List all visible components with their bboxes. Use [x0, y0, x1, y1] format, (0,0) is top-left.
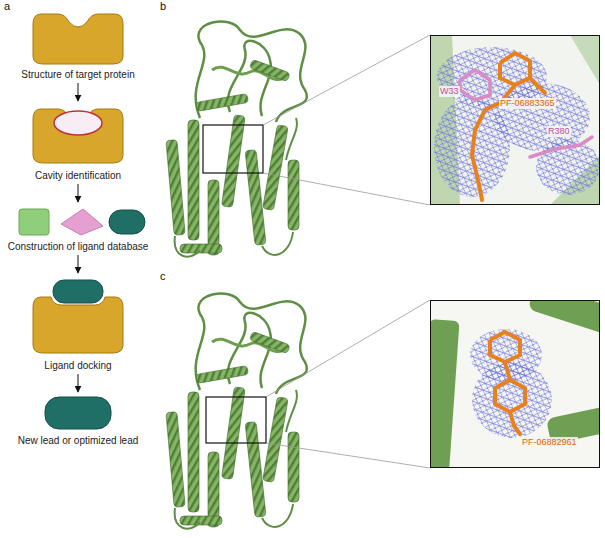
residue-label: R380 — [547, 126, 571, 137]
zoom-inset: W33PF-06883365R380 — [430, 35, 600, 205]
step-caption: Cavity identification — [0, 170, 156, 182]
step-caption: Structure of target protein — [0, 69, 156, 81]
step-shape — [0, 204, 156, 238]
step-caption: Ligand docking — [0, 360, 156, 372]
process-step: Structure of target protein — [0, 8, 156, 81]
step-shape — [0, 394, 156, 432]
panel-letter: a — [4, 0, 10, 13]
flow-arrow — [78, 83, 79, 101]
process-step: Construction of ligand database — [0, 204, 156, 253]
panel-letter: b — [160, 0, 166, 13]
panel-letter: c — [160, 270, 166, 283]
process-step: New lead or optimized lead — [0, 394, 156, 447]
step-shape — [0, 8, 156, 66]
flow-arrow — [78, 374, 79, 392]
process-step: Ligand docking — [0, 275, 156, 372]
residue-label: PF-06882961 — [521, 437, 578, 448]
flow-arrow — [78, 184, 79, 202]
residue-label: PF-06883365 — [499, 98, 556, 109]
step-caption: New lead or optimized lead — [0, 435, 156, 447]
residue-label: W33 — [439, 86, 460, 97]
step-shape — [0, 103, 156, 167]
flow-arrow — [78, 255, 79, 273]
process-step: Cavity identification — [0, 103, 156, 182]
step-shape — [0, 275, 156, 357]
zoom-inset: PF-06882961 — [430, 300, 600, 468]
step-caption: Construction of ligand database — [0, 241, 156, 253]
